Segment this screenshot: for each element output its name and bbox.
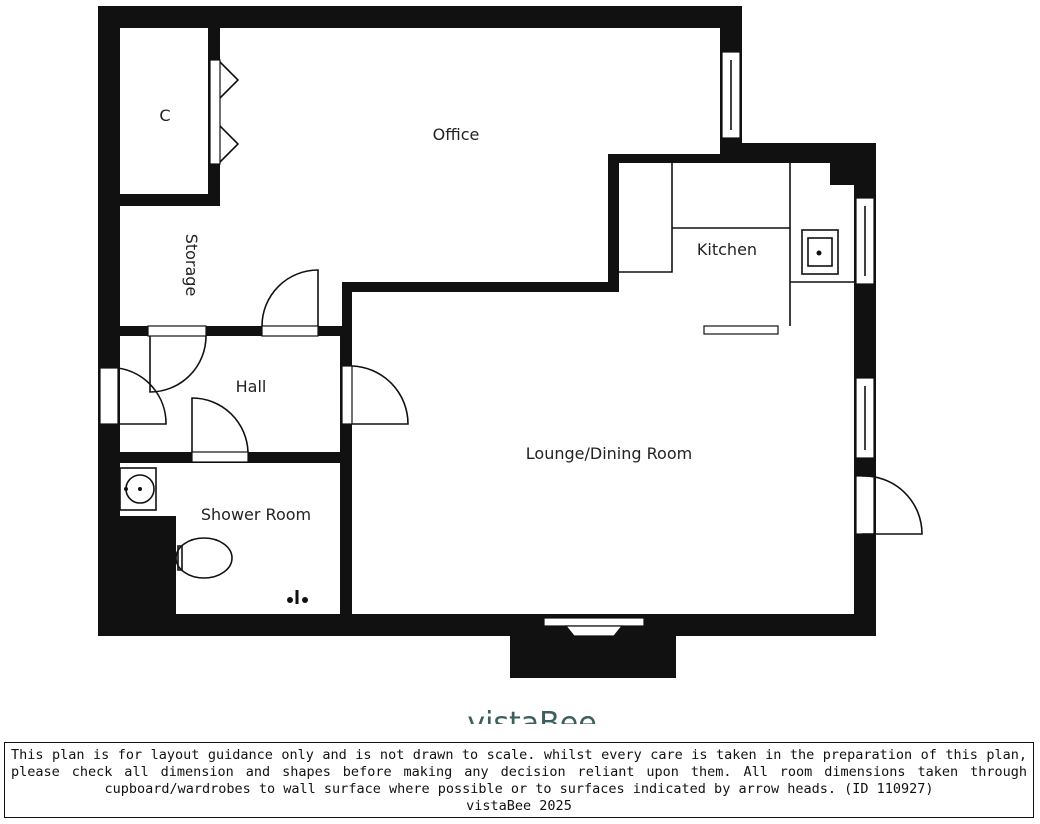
logo: vistaBee bbox=[452, 708, 612, 724]
room-label-office: Office bbox=[433, 125, 480, 144]
disclaimer-box: This plan is for layout guidance only an… bbox=[4, 742, 1034, 818]
floor-plan: Office C Storage Kitchen Hall Lounge/Din… bbox=[98, 6, 923, 678]
windows bbox=[543, 51, 875, 637]
room-label-storage: Storage bbox=[182, 234, 201, 297]
disclaimer-text: This plan is for layout guidance only an… bbox=[11, 747, 1027, 797]
shower-column bbox=[120, 516, 176, 614]
kitchen-units bbox=[619, 163, 854, 326]
room-label-kitchen: Kitchen bbox=[697, 240, 757, 259]
room-label-cupboard: C bbox=[159, 106, 170, 125]
room-floors bbox=[120, 28, 854, 614]
room-label-lounge: Lounge/Dining Room bbox=[526, 444, 692, 463]
room-label-hall: Hall bbox=[236, 377, 267, 396]
disclaimer-brand: vistaBee 2025 bbox=[466, 798, 572, 814]
doors bbox=[99, 59, 923, 535]
bathroom-fittings bbox=[119, 467, 308, 604]
room-label-shower: Shower Room bbox=[201, 505, 311, 524]
